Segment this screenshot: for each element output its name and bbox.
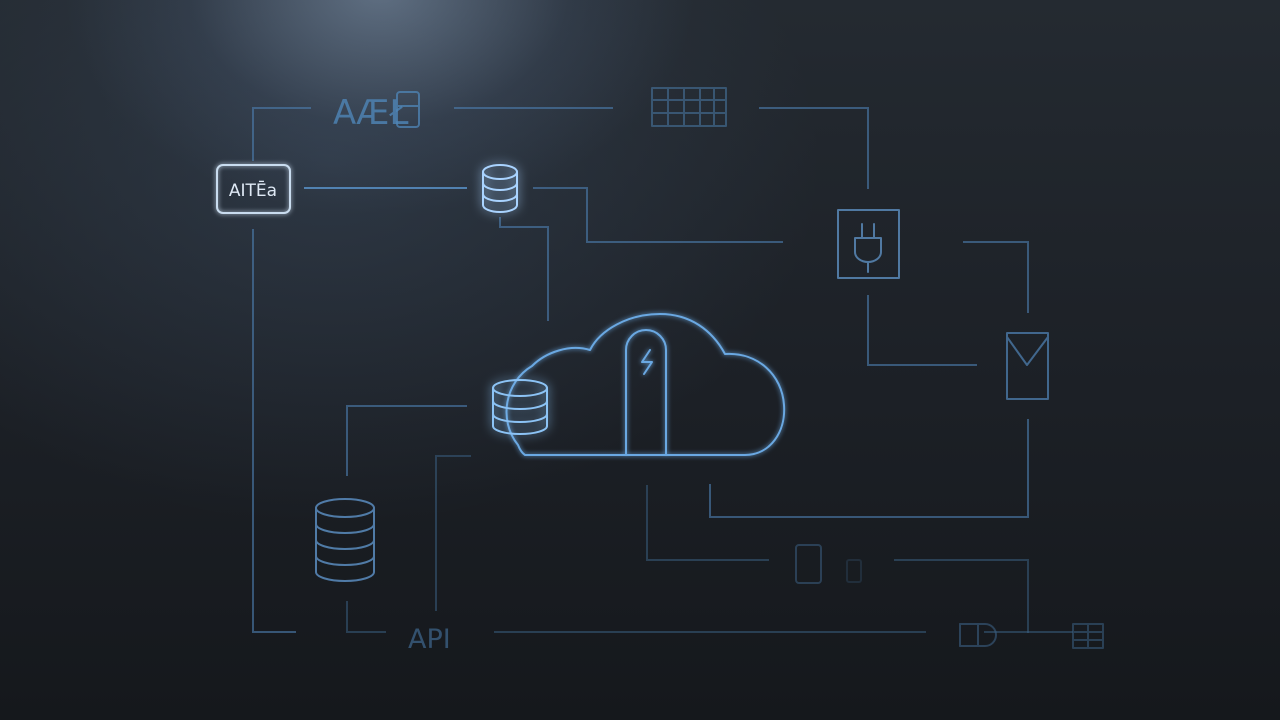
wire-mail-to-cloud [709, 419, 1029, 518]
cloud-database-icon [492, 379, 548, 435]
wire-left-vertical [252, 229, 296, 633]
left-label-box [216, 164, 291, 214]
wire-db-to-plug [533, 187, 783, 243]
wire-left-top [252, 107, 311, 161]
left-box-label: AITĒa [229, 179, 277, 201]
connector-icon [959, 623, 997, 647]
wire-right-bracket [963, 241, 1029, 313]
wire-lowerdb-to-api [346, 601, 386, 633]
wire-clouddb-to-lowerdb [346, 405, 467, 476]
connector-lines [252, 107, 1073, 633]
cloud-icon [505, 313, 786, 456]
wire-phone-to-right [894, 559, 1029, 633]
phone-icon [795, 544, 862, 584]
wire-plug-to-mail [867, 295, 977, 366]
database-icon [482, 164, 518, 213]
top-label: AÆŁ [333, 93, 409, 133]
lower-database-icon [315, 498, 375, 582]
server-rack-icon [651, 87, 727, 127]
mail-icon [1006, 332, 1049, 400]
plug-icon [837, 209, 900, 279]
grid-connector-icon [1072, 623, 1104, 649]
battery-icon [396, 91, 420, 128]
wire-cloud-to-bottom [435, 455, 471, 611]
wire-rack-to-plug [759, 107, 869, 189]
wire-cloud-to-phone [646, 485, 769, 561]
bottom-label: API [408, 624, 451, 655]
wire-db-to-cloud [499, 217, 549, 321]
